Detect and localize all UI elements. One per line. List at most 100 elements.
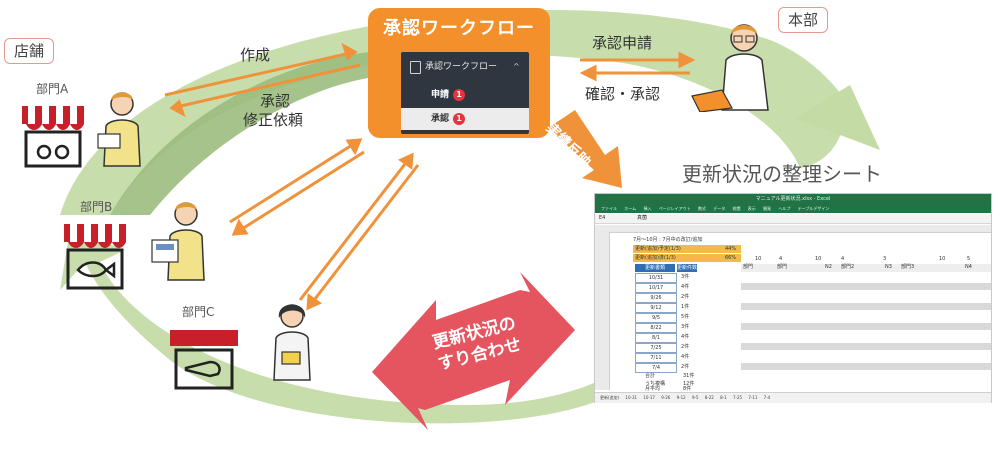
cell-reference[interactable]: E4 <box>599 215 606 221</box>
formula-content[interactable]: 真菌 <box>636 215 647 221</box>
sheet-tab[interactable]: 7-4 <box>763 395 771 400</box>
sheet-row2-bar <box>633 245 741 253</box>
store-tag: 店舗 <box>4 38 55 64</box>
sheet-date[interactable]: 10/31 <box>635 273 677 283</box>
workflow-panel: 承認ワークフロー 承認ワークフロー ^ 申請 1 承認 1 <box>368 8 550 138</box>
store-c-icon <box>170 330 238 390</box>
confirm-label: 確認・承認 <box>585 85 661 103</box>
workflow-menu-header-label: 承認ワークフロー <box>425 62 498 72</box>
summary-value: 8件 <box>683 386 692 392</box>
summary-label: 月平均 <box>645 386 661 392</box>
formula-bar: E4 真菌 <box>595 214 991 224</box>
sheet-title-label: 更新状況の整理シート <box>682 162 882 186</box>
row-header <box>595 232 610 390</box>
sheet-date[interactable]: 9/12 <box>635 303 677 313</box>
grid-band <box>741 323 991 330</box>
workflow-item-approve[interactable]: 承認 1 <box>401 108 529 130</box>
grid-group-label: 部門2 <box>841 264 855 270</box>
sheet-row2-pct: 44% <box>725 246 737 252</box>
sheet-date[interactable]: 9/5 <box>635 313 677 323</box>
update-status-sheet: マニュアル更新状況.xlsx - Excel ファイル ホーム 挿入 ページレイ… <box>594 193 992 403</box>
dept-b-label: 部門B <box>80 200 113 214</box>
sheet-count: 4件 <box>681 354 690 360</box>
sheet-count: 2件 <box>681 294 690 300</box>
sheet-tab[interactable]: 8-1 <box>720 395 727 400</box>
sheet-count: 5件 <box>681 314 690 320</box>
grid-group-label: N2 <box>825 264 832 270</box>
grid-group-label: 部門 <box>743 264 754 270</box>
grid-top-number: 3 <box>883 256 887 262</box>
column-header <box>595 225 991 233</box>
sheet-row3-bar <box>633 254 741 262</box>
grid-group-label: N3 <box>885 264 892 270</box>
sheet-tabs: 更新(追加) 10-31 10-17 9-26 9-12 9-5 8-22 8-… <box>595 392 991 403</box>
ribbon-tab[interactable]: ヘルプ <box>778 206 791 211</box>
ribbon-tab[interactable]: ホーム <box>624 206 637 211</box>
staff-c-icon <box>273 304 311 381</box>
workflow-item-apply-badge: 1 <box>453 89 465 101</box>
sheet-count: 2件 <box>681 364 690 370</box>
sheet-date[interactable]: 7/11 <box>635 353 677 363</box>
ribbon-tab[interactable]: ファイル <box>601 206 617 211</box>
sheet-row3-text: 更新(追加)済(1/3) <box>635 255 676 261</box>
sheet-tab[interactable]: 9-26 <box>661 395 671 400</box>
grid-band <box>741 303 991 310</box>
grid-group-label: 部門3 <box>901 264 915 270</box>
sheet-date[interactable]: 7/25 <box>635 343 677 353</box>
summary-value: 12件 <box>683 381 695 387</box>
sheet-tab[interactable]: 9-12 <box>676 395 686 400</box>
cycle-arc-head <box>795 85 880 150</box>
ribbon-tab[interactable]: テーブルデザイン <box>797 206 830 211</box>
sheet-count: 3件 <box>681 274 690 280</box>
arrow-create <box>164 42 361 118</box>
sheet-count: 2件 <box>681 344 690 350</box>
ribbon-tab[interactable]: 挿入 <box>643 206 652 211</box>
staff-b-icon <box>151 202 205 281</box>
clipboard-icon <box>410 61 421 74</box>
sheet-tab[interactable]: 10-17 <box>643 395 655 400</box>
sheet-date[interactable]: 10/17 <box>635 283 677 293</box>
sheet-tab[interactable]: 8-22 <box>704 395 714 400</box>
sheet-tab[interactable]: 9-5 <box>691 395 699 400</box>
sheet-date[interactable]: 7/4 <box>635 363 677 373</box>
staff-a-icon <box>97 92 141 167</box>
workflow-menu-header[interactable]: 承認ワークフロー ^ <box>401 52 529 82</box>
ribbon-tab[interactable]: 表示 <box>747 206 756 211</box>
summary-value: 31件 <box>683 373 695 379</box>
ribbon-tab[interactable]: データ <box>713 206 726 211</box>
grid-top-number: 10 <box>939 256 946 262</box>
ribbon-tab[interactable]: 開発 <box>763 206 772 211</box>
sheet-tab[interactable]: 更新(追加) <box>600 395 620 400</box>
ribbon-tab[interactable]: ページレイアウト <box>658 206 691 211</box>
arrow-dept-b <box>229 138 365 236</box>
reflect-arrow <box>548 110 622 188</box>
sheet-ribbon: ファイル ホーム 挿入 ページレイアウト 数式 データ 校閲 表示 開発 ヘルプ… <box>595 204 991 213</box>
reconcile-arrow <box>372 272 575 430</box>
grid-top-number: 4 <box>779 256 783 262</box>
grid-band <box>741 363 991 370</box>
sheet-tab[interactable]: 7-25 <box>732 395 743 400</box>
sheet-date[interactable]: 8/1 <box>635 333 677 343</box>
revision-label: 修正依頼 <box>243 111 304 129</box>
sheet-date[interactable]: 9/26 <box>635 293 677 303</box>
workflow-item-approve-badge: 1 <box>453 113 465 125</box>
sheet-row1-text: 7月～10月 : 7月中の改訂/追加 <box>633 237 703 243</box>
grid-top-number: 5 <box>967 256 971 262</box>
cycle-arc-bottom <box>60 230 600 424</box>
arrow-dept-c <box>298 152 420 311</box>
ribbon-tab[interactable]: 数式 <box>697 206 706 211</box>
sheet-col-head-docs: 更新書類 <box>635 264 675 272</box>
sheet-col-head-count: 更新件数 <box>677 264 698 272</box>
sheet-row3-pct: 66% <box>725 255 737 261</box>
store-a-icon <box>22 106 84 168</box>
sheet-tab[interactable]: 10-31 <box>625 395 638 400</box>
summary-label: うち複構 <box>645 381 666 387</box>
ribbon-tab[interactable]: 校閲 <box>732 206 741 211</box>
sheet-count: 4件 <box>681 284 690 290</box>
workflow-item-apply[interactable]: 申請 1 <box>401 84 529 106</box>
sheet-date[interactable]: 8/22 <box>635 323 677 333</box>
sheet-count: 1件 <box>681 304 690 310</box>
grid-group-label: 部門 <box>777 264 788 270</box>
sheet-tab[interactable]: 7-11 <box>748 395 758 400</box>
